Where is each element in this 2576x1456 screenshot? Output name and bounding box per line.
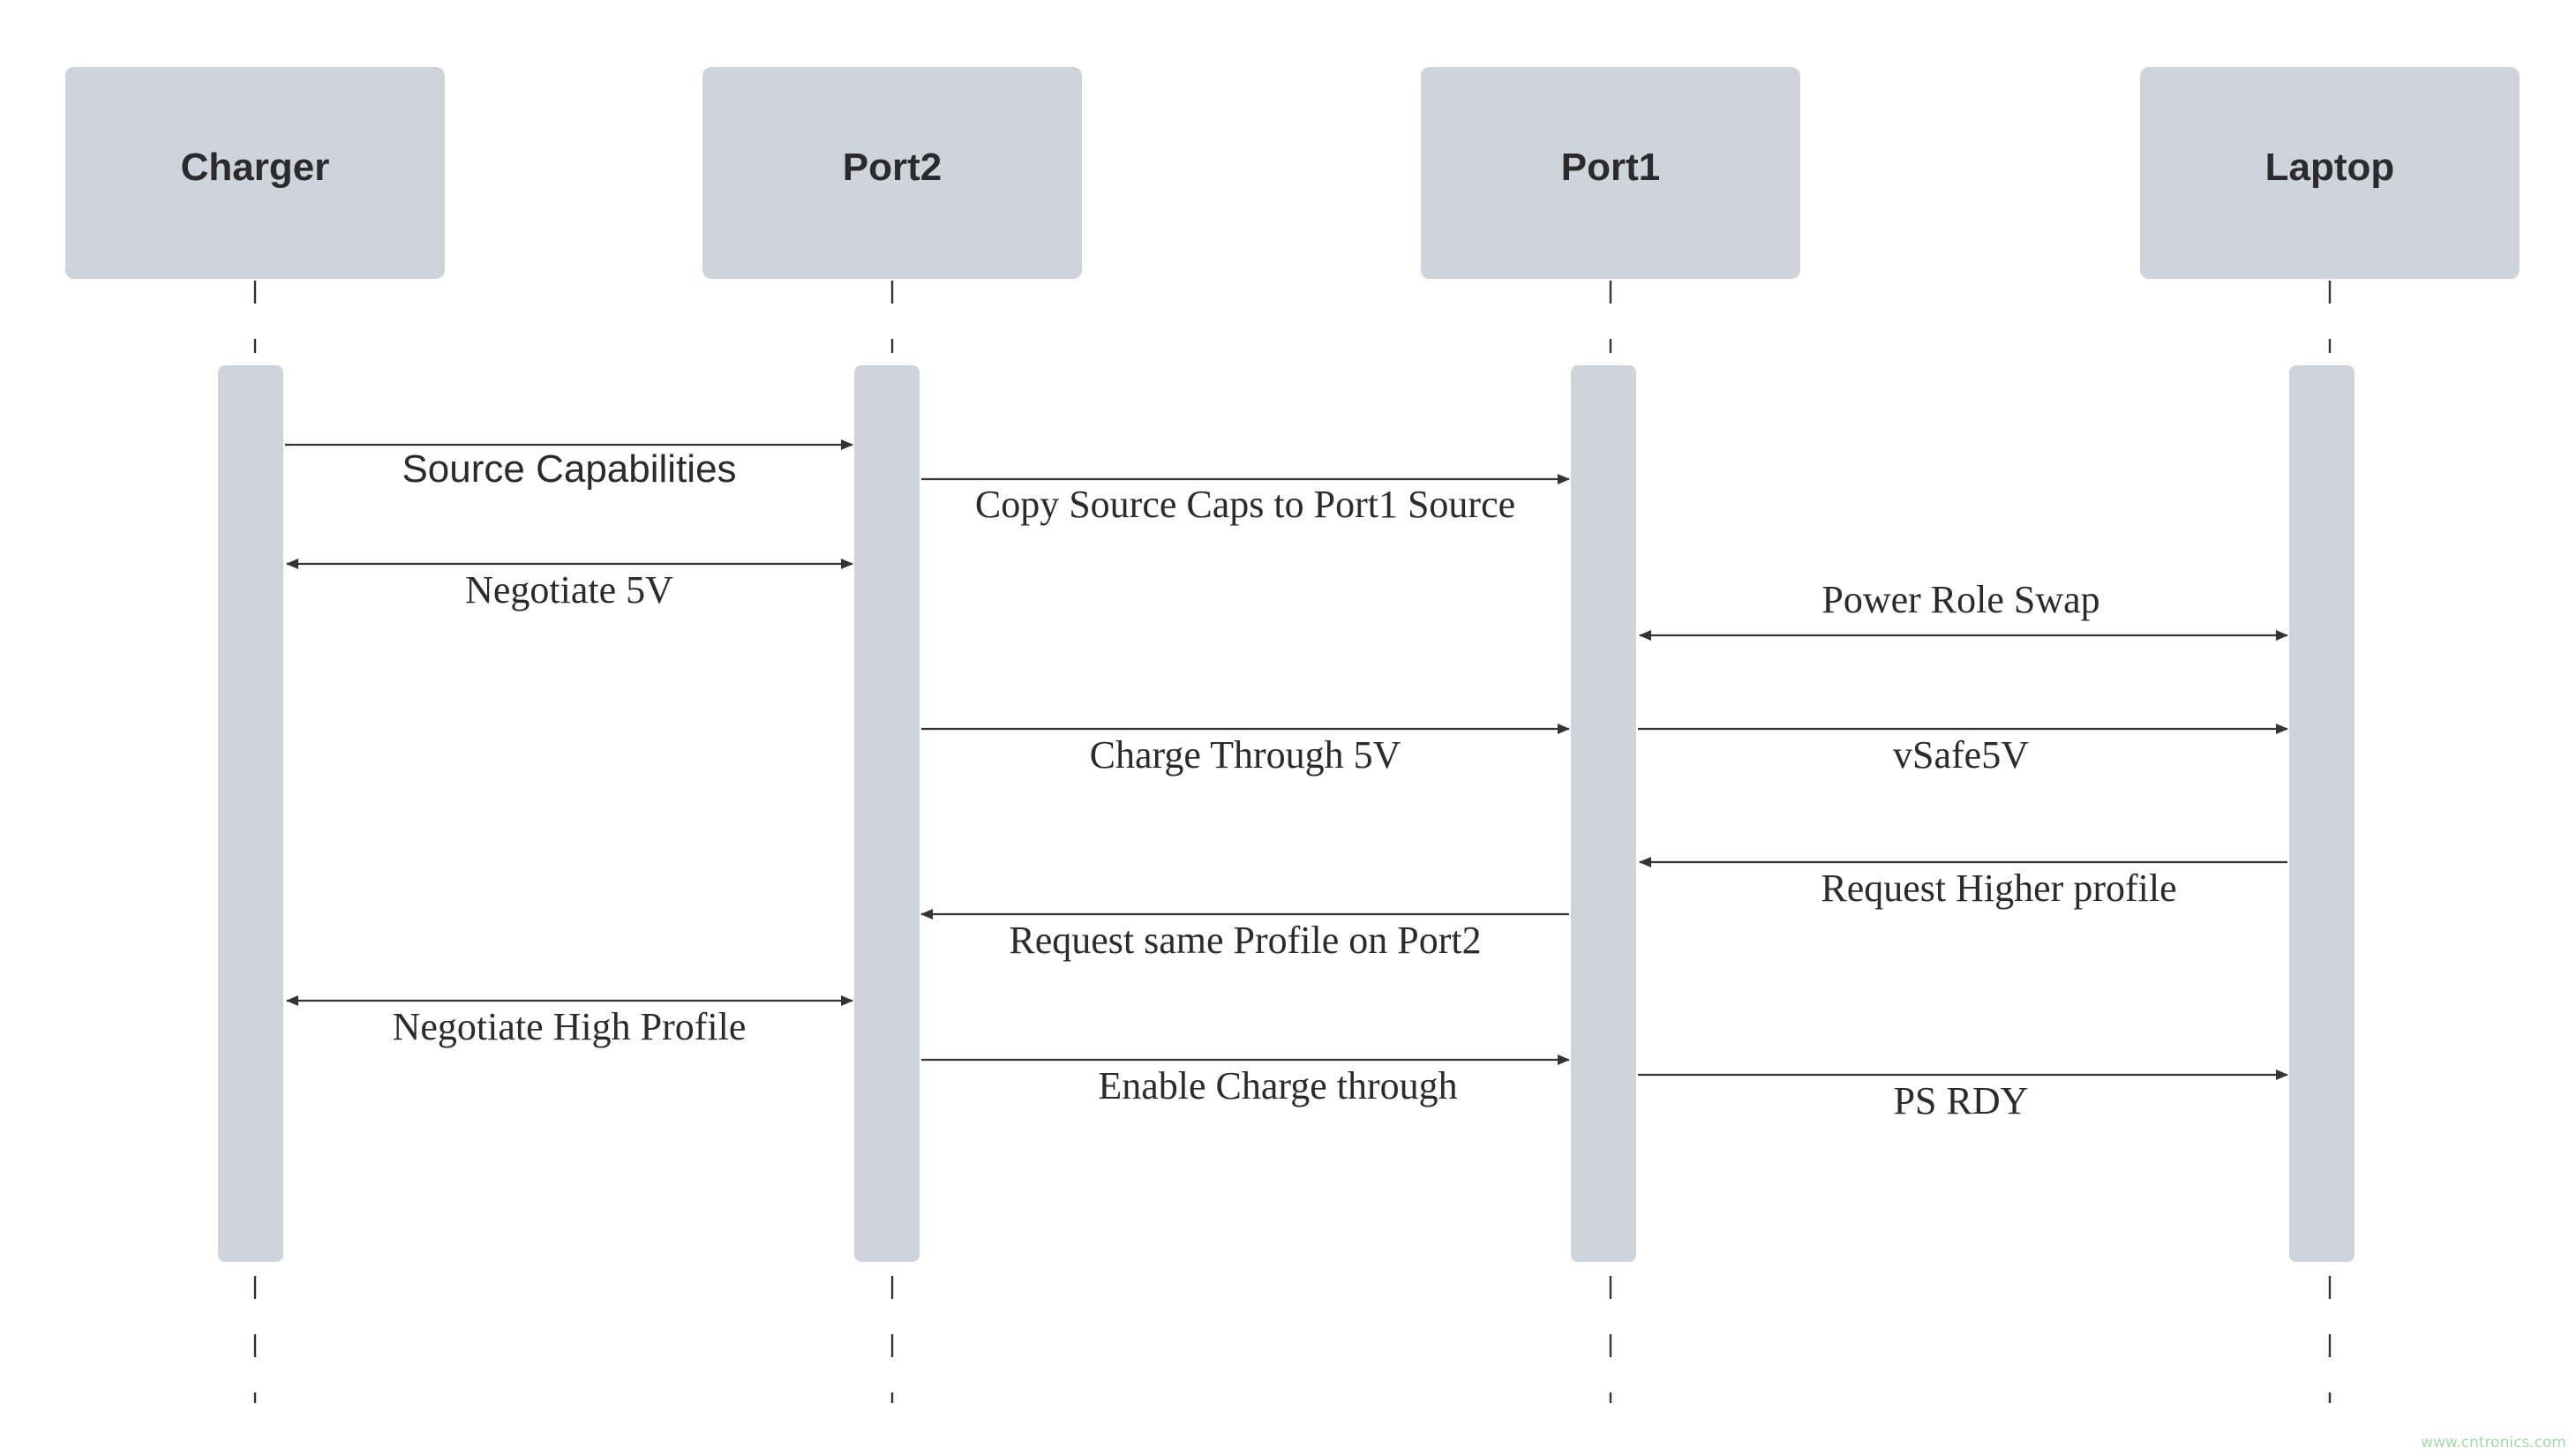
message-request-same-profile: Request same Profile on Port2 xyxy=(920,909,1569,962)
message-label: Enable Charge through xyxy=(1098,1064,1457,1107)
message-request-higher-profile: Request Higher profile xyxy=(1639,857,2287,910)
participant-label-port2: Port2 xyxy=(843,146,942,189)
participant-label-laptop: Laptop xyxy=(2265,146,2395,189)
participant-box-charger xyxy=(65,67,445,279)
message-label: Negotiate 5V xyxy=(465,568,673,612)
activation-bar-port1 xyxy=(1571,365,1636,1262)
message-label: Source Capabilities xyxy=(402,447,736,491)
message-source-capabilities: Source Capabilities xyxy=(285,439,853,491)
participant-box-port2 xyxy=(702,67,1082,279)
message-negotiate-5v: Negotiate 5V xyxy=(286,559,853,612)
message-label: vSafe5V xyxy=(1893,733,2029,777)
participant-box-port1 xyxy=(1421,67,1800,279)
watermark: www.cntronics.com xyxy=(2421,1434,2566,1452)
message-enable-charge-through: Enable Charge through xyxy=(921,1054,1570,1107)
message-ps-rdy: PS RDY xyxy=(1638,1069,2288,1122)
participant-label-port1: Port1 xyxy=(1561,146,1660,189)
message-label: Charge Through 5V xyxy=(1090,733,1401,777)
participant-label-charger: Charger xyxy=(181,146,330,189)
participant-laptop: Laptop xyxy=(2140,67,2520,1403)
message-copy-source-caps: Copy Source Caps to Port1 Source xyxy=(921,474,1570,526)
message-vsafe5v: vSafe5V xyxy=(1638,724,2288,777)
message-label: Request same Profile on Port2 xyxy=(1009,919,1481,962)
message-label: PS RDY xyxy=(1894,1079,2029,1122)
message-power-role-swap: Power Role Swap xyxy=(1639,578,2288,641)
message-label: Power Role Swap xyxy=(1821,578,2099,621)
activation-bar-charger xyxy=(218,365,283,1262)
participant-box-laptop xyxy=(2140,67,2520,279)
activation-bar-laptop xyxy=(2289,365,2354,1262)
message-charge-through-5v: Charge Through 5V xyxy=(921,724,1570,777)
message-label: Negotiate High Profile xyxy=(393,1005,747,1048)
activation-bar-port2 xyxy=(854,365,920,1262)
participant-charger: Charger xyxy=(65,67,445,1403)
participant-port2: Port2 xyxy=(702,67,1082,1403)
message-negotiate-high-profile: Negotiate High Profile xyxy=(286,995,853,1048)
message-label: Copy Source Caps to Port1 Source xyxy=(975,483,1515,526)
participant-port1: Port1 xyxy=(1421,67,1800,1403)
message-label: Request Higher profile xyxy=(1821,867,2176,910)
